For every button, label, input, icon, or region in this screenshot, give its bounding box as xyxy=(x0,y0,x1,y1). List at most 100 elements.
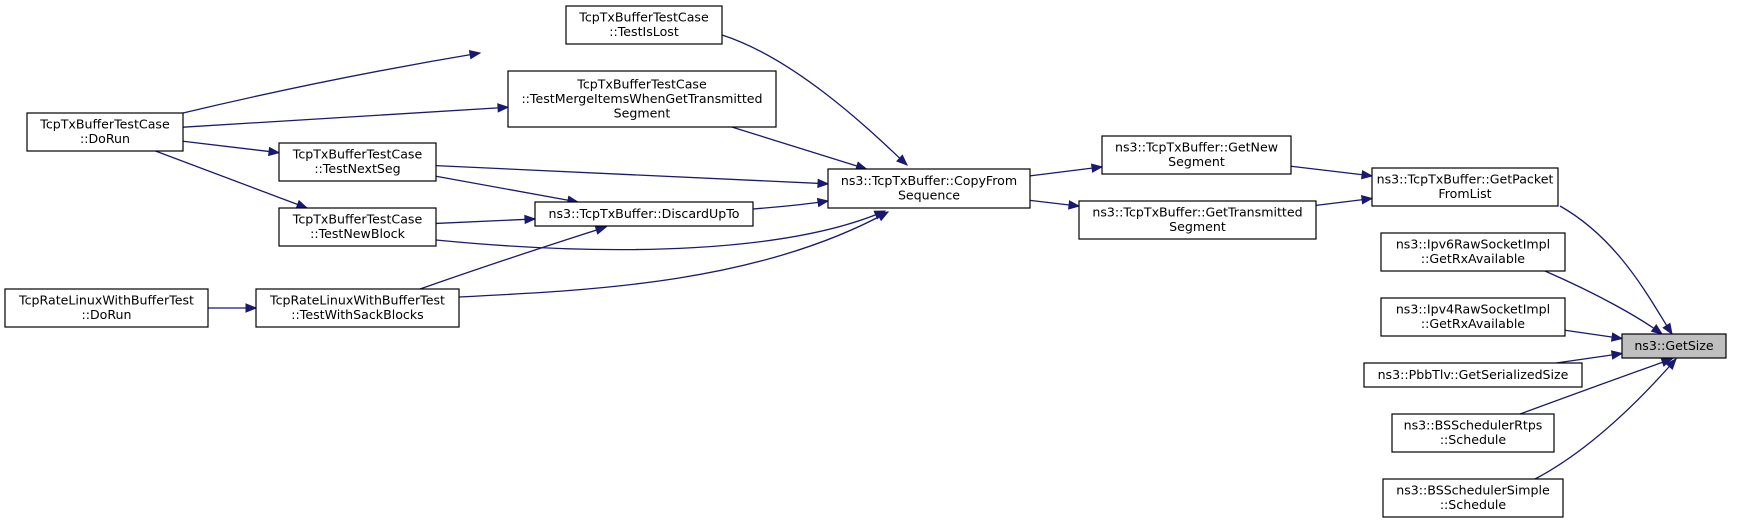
node-label-line: TcpTxBufferTestCase xyxy=(39,117,170,132)
node-ratedorun[interactable]: TcpRateLinuxWithBufferTest::DoRun xyxy=(4,288,209,328)
node-box[interactable] xyxy=(4,288,209,328)
node-label-line: ::Schedule xyxy=(1440,497,1507,512)
node-ipv6raw[interactable]: ns3::Ipv6RawSocketImpl::GetRxAvailable xyxy=(1380,232,1566,272)
arrowhead xyxy=(876,211,890,222)
node-label-line: Segment xyxy=(1168,154,1225,169)
node-label-line: Sequence xyxy=(898,188,960,203)
edge-line xyxy=(182,106,509,128)
arrowhead xyxy=(1610,350,1624,360)
node-pbbtlv[interactable]: ns3::PbbTlv::GetSerializedSize xyxy=(1363,362,1583,388)
node-testmerge[interactable]: TcpTxBufferTestCase::TestMergeItemsWhenG… xyxy=(507,70,777,128)
node-label-line: ns3::Ipv4RawSocketImpl xyxy=(1396,302,1550,317)
node-box[interactable] xyxy=(1101,135,1292,175)
edge-line xyxy=(155,150,308,209)
edge-testnewblock-to-discardupto xyxy=(435,214,537,225)
edge-line xyxy=(1559,205,1673,335)
arrowhead xyxy=(295,199,309,209)
node-box[interactable] xyxy=(565,5,723,45)
edge-line xyxy=(435,210,886,251)
edge-testnextseg-to-discardupto xyxy=(435,175,580,205)
edge-line xyxy=(435,175,579,203)
node-testsack[interactable]: TcpRateLinuxWithBufferTest::TestWithSack… xyxy=(255,288,460,328)
node-box[interactable] xyxy=(1078,200,1317,240)
node-txdorun[interactable]: TcpTxBufferTestCase::DoRun xyxy=(26,112,184,152)
node-label-line: Segment xyxy=(1169,219,1226,234)
edge-line xyxy=(1290,165,1373,177)
node-box[interactable] xyxy=(278,207,437,247)
focus-node-box[interactable] xyxy=(1621,333,1727,359)
edge-ipv6raw-to-getsize xyxy=(1544,270,1664,335)
edge-discardupto-to-copyfromseq xyxy=(752,197,830,210)
arrowhead xyxy=(817,178,830,189)
node-label-line: ::TestNextSeg xyxy=(314,161,400,176)
node-label-line: TcpRateLinuxWithBufferTest xyxy=(18,293,194,308)
edge-testnextseg-to-copyfromseq xyxy=(435,164,830,189)
node-label-line: Segment xyxy=(614,105,671,120)
node-label-line: TcpTxBufferTestCase xyxy=(292,147,423,162)
node-label-line: ns3::TcpTxBuffer::DiscardUpTo xyxy=(549,206,740,221)
edge-line xyxy=(1519,358,1673,415)
edge-testsack-to-discardupto xyxy=(419,225,608,290)
arrowhead xyxy=(468,50,482,60)
node-label-line: ::Schedule xyxy=(1440,432,1507,447)
node-box[interactable] xyxy=(534,201,754,227)
arrowhead xyxy=(1665,357,1677,371)
node-bsrtps[interactable]: ns3::BSSchedulerRtps::Schedule xyxy=(1391,413,1555,453)
node-label-line: ns3::TcpTxBuffer::GetNew xyxy=(1115,140,1278,155)
node-discardupto[interactable]: ns3::TcpTxBuffer::DiscardUpTo xyxy=(534,201,754,227)
edge-txdorun-to-testmerge xyxy=(182,103,510,128)
node-label-line: ::DoRun xyxy=(81,307,131,322)
node-box[interactable] xyxy=(1382,478,1564,518)
node-box[interactable] xyxy=(1380,232,1566,272)
arrowhead xyxy=(1660,357,1674,367)
node-label-line: ns3::BSSchedulerRtps xyxy=(1404,418,1543,433)
node-box[interactable] xyxy=(507,70,777,128)
node-label-line: TcpTxBufferTestCase xyxy=(578,10,709,25)
node-bssimple[interactable]: ns3::BSSchedulerSimple::Schedule xyxy=(1382,478,1564,518)
node-box[interactable] xyxy=(26,112,184,152)
node-label-line: ns3::PbbTlv::GetSerializedSize xyxy=(1378,367,1569,382)
node-box[interactable] xyxy=(1380,297,1566,337)
edge-line xyxy=(1556,352,1623,364)
node-label-line: ::TestWithSackBlocks xyxy=(291,307,423,322)
edge-layer xyxy=(155,34,1677,480)
edge-bssimple-to-getsize xyxy=(1534,357,1677,480)
node-box[interactable] xyxy=(1363,362,1583,388)
arrowhead xyxy=(524,214,537,225)
node-getsize[interactable]: ns3::GetSize xyxy=(1621,333,1727,359)
arrowhead xyxy=(1360,195,1374,205)
node-testislost[interactable]: TcpTxBufferTestCase::TestIsLost xyxy=(565,5,723,45)
node-testnextseg[interactable]: TcpTxBufferTestCase::TestNextSeg xyxy=(278,142,437,182)
edge-ratedorun-to-testsack xyxy=(208,303,258,313)
edge-gettransseg-to-getpacketfromlist xyxy=(1315,195,1374,207)
edge-copyfromseq-to-gettransseg xyxy=(1029,199,1081,210)
node-label-line: ns3::TcpTxBuffer::CopyFrom xyxy=(841,173,1017,188)
node-ipv4raw[interactable]: ns3::Ipv4RawSocketImpl::GetRxAvailable xyxy=(1380,297,1566,337)
edge-line xyxy=(1029,166,1103,177)
edge-bsrtps-to-getsize xyxy=(1519,357,1674,415)
node-label-line: ns3::BSSchedulerSimple xyxy=(1396,483,1550,498)
node-box[interactable] xyxy=(278,142,437,182)
edge-testmerge-to-copyfromseq xyxy=(731,126,868,171)
arrowhead xyxy=(497,103,510,113)
edge-txdorun-to-testislost xyxy=(182,50,482,114)
edge-getpacketfromlist-to-getsize xyxy=(1559,205,1673,336)
node-box[interactable] xyxy=(1371,167,1559,207)
node-testnewblock[interactable]: TcpTxBufferTestCase::TestNewBlock xyxy=(278,207,437,247)
edge-line xyxy=(419,226,607,290)
node-box[interactable] xyxy=(1391,413,1555,453)
arrowhead xyxy=(1361,169,1374,180)
edge-line xyxy=(1534,358,1677,480)
edge-line xyxy=(435,164,829,185)
node-box[interactable] xyxy=(827,168,1031,209)
arrowhead xyxy=(594,225,608,235)
node-box[interactable] xyxy=(255,288,460,328)
node-label-line: ns3::GetSize xyxy=(1634,338,1714,353)
node-label-line: ::GetRxAvailable xyxy=(1421,316,1525,331)
arrowhead xyxy=(1068,200,1081,210)
edge-txdorun-to-testnextseg xyxy=(182,140,281,157)
